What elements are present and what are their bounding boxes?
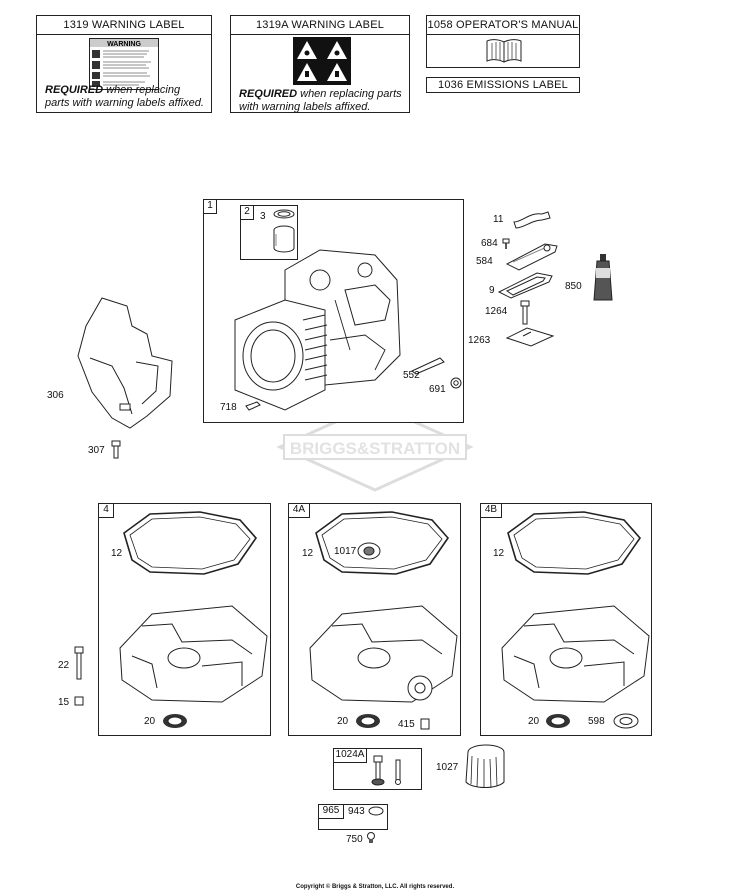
callout-9: 9 (489, 285, 495, 296)
callout-1263: 1263 (468, 335, 491, 346)
callout-750: 750 (346, 834, 363, 845)
washer-598-icon (613, 713, 639, 729)
breather-valve-icon (505, 327, 555, 347)
seal-691-icon (450, 377, 462, 389)
warning-label-a-title: 1319A WARNING LABEL (231, 16, 409, 35)
group-tag-4: 4 (98, 503, 114, 518)
callout-684: 684 (481, 238, 498, 249)
callout-15: 15 (58, 697, 70, 708)
sump-casting-4b-icon (501, 605, 650, 703)
warning-label-note: REQUIRED when replacing parts with warni… (45, 84, 205, 110)
sump-gasket-4-icon (123, 511, 258, 575)
group-tag-1024a: 1024A (333, 748, 367, 763)
group-tag-4a: 4A (288, 503, 310, 518)
oil-seal-20-4-icon (163, 714, 187, 728)
callout-20-4: 20 (144, 716, 156, 727)
callout-943: 943 (348, 806, 365, 817)
callout-691: 691 (429, 384, 446, 395)
callout-3: 3 (260, 211, 266, 222)
dipstick-tube-icon (371, 755, 401, 786)
callout-718: 718 (220, 402, 237, 413)
bolt-22-icon (74, 646, 84, 680)
plug-415-icon (420, 718, 430, 730)
callout-11: 11 (493, 214, 504, 225)
callout-1027: 1027 (436, 762, 459, 773)
plug-15-icon (74, 696, 84, 706)
screw-684-icon (502, 238, 510, 249)
sticker-heading: WARNING (107, 41, 141, 48)
drain-plug-750-icon (367, 832, 375, 843)
sump-gasket-4b-icon (507, 511, 642, 575)
dowel-718-icon (245, 401, 261, 411)
group-tag-1: 1 (203, 199, 217, 214)
callout-415: 415 (398, 719, 415, 730)
pin-552-icon (411, 357, 445, 375)
sump-casting-4a-icon (309, 605, 458, 703)
warning-label-title: 1319 WARNING LABEL (37, 16, 211, 35)
callout-1264: 1264 (485, 306, 508, 317)
emissions-label-box: 1036 EMISSIONS LABEL (426, 77, 580, 93)
callout-850: 850 (565, 281, 582, 292)
required-text: when replacing parts with warning labels… (239, 88, 402, 113)
callout-12-4: 12 (111, 548, 123, 559)
sump-casting-4-icon (119, 605, 268, 703)
callout-307: 307 (88, 445, 105, 456)
shroud-306-icon (77, 297, 173, 429)
bearing-sleeve-icon (273, 209, 295, 253)
book-icon (486, 39, 522, 63)
group-tag-965: 965 (318, 804, 344, 819)
callout-12-4a: 12 (302, 548, 314, 559)
copyright-notice: Copyright © Briggs & Stratton, LLC. All … (295, 884, 455, 890)
brand-watermark: BRIGGS&STRATTON (276, 402, 474, 492)
callout-22: 22 (58, 660, 70, 671)
sealant-tube-850-icon (593, 254, 613, 301)
group-tag-4b: 4B (480, 503, 502, 518)
warning-label-a-box: 1319A WARNING LABEL REQUIRED when replac… (230, 15, 410, 113)
sump-gasket-4a-icon (315, 511, 450, 575)
breather-tube-icon (513, 211, 551, 229)
warning-sticker-icon: WARNING (89, 38, 159, 90)
breather-cover-icon (505, 243, 558, 271)
group-tag-2: 2 (240, 205, 254, 220)
operators-manual-title: 1058 OPERATOR'S MANUAL (427, 16, 579, 35)
oring-943-icon (368, 806, 384, 816)
oil-filter-1027-icon (465, 744, 505, 789)
callout-306: 306 (47, 390, 64, 401)
callout-20-4a: 20 (337, 716, 349, 727)
gasket-9-icon (497, 272, 553, 299)
callout-12-4b: 12 (493, 548, 505, 559)
warning-label-box: 1319 WARNING LABEL WARNING REQUIRED when… (36, 15, 212, 113)
bolt-1264-icon (520, 300, 530, 325)
screw-307-icon (111, 440, 121, 459)
callout-584: 584 (476, 256, 493, 267)
oil-pump-1017-icon (357, 542, 381, 560)
required-word: REQUIRED (239, 88, 298, 100)
emissions-label-title: 1036 EMISSIONS LABEL (438, 79, 568, 91)
oil-seal-20-4b-icon (546, 714, 570, 728)
watermark-text: BRIGGS&STRATTON (290, 439, 460, 458)
operators-manual-box: 1058 OPERATOR'S MANUAL (426, 15, 580, 68)
warning-pictogram-icon (293, 37, 351, 85)
required-text: when replacing parts with warning labels… (45, 84, 204, 109)
oil-seal-20-4a-icon (356, 714, 380, 728)
callout-1017: 1017 (334, 546, 357, 557)
callout-20-4b: 20 (528, 716, 540, 727)
callout-598: 598 (588, 716, 605, 727)
cylinder-block-icon (234, 249, 401, 411)
callout-552: 552 (403, 370, 420, 381)
required-word: REQUIRED (45, 84, 104, 96)
warning-label-a-note: REQUIRED when replacing parts with warni… (239, 88, 403, 114)
